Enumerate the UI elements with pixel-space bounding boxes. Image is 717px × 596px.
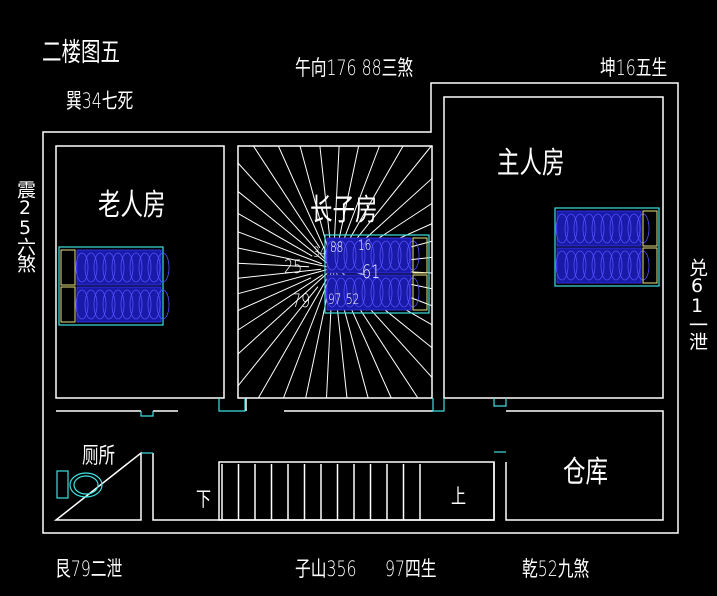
ray-line bbox=[252, 145, 321, 249]
ray-line bbox=[237, 286, 319, 387]
label-kun: 坤16五生 bbox=[600, 56, 668, 80]
outer-wall bbox=[42, 82, 679, 534]
ray-line bbox=[237, 231, 322, 265]
label-qian: 乾52九煞 bbox=[522, 557, 590, 581]
room-label-master: 主人房 bbox=[497, 146, 565, 181]
drawing-title: 二楼图五 bbox=[42, 38, 121, 68]
stairs bbox=[218, 461, 495, 521]
label-xun: 巽34七死 bbox=[66, 89, 134, 113]
bed-icon bbox=[554, 207, 660, 287]
stairs-up-label: 上 bbox=[451, 484, 466, 508]
ray-line bbox=[237, 268, 322, 279]
elder-room-wall bbox=[55, 145, 225, 399]
ray-line bbox=[305, 291, 329, 399]
label-back-mountain: 子山356 bbox=[295, 557, 357, 581]
center-number-top: 88 bbox=[330, 240, 344, 256]
label-zhen: 震25六煞 bbox=[14, 180, 36, 271]
stair-steps bbox=[221, 464, 421, 520]
center-number-bottom: 97 bbox=[328, 292, 342, 308]
ray-line bbox=[237, 277, 312, 312]
bed-icon bbox=[58, 246, 170, 326]
center-number-downright: 52 bbox=[346, 292, 360, 308]
center-number-upleft: 34 bbox=[313, 245, 327, 261]
ray-line bbox=[237, 267, 334, 295]
room-label-elder: 老人房 bbox=[98, 188, 166, 223]
ray-line bbox=[319, 145, 331, 245]
center-number-right: 61 bbox=[362, 261, 381, 283]
ray-line bbox=[237, 191, 334, 269]
ray-line bbox=[237, 162, 326, 260]
bed-icon bbox=[324, 234, 430, 314]
ray-line bbox=[237, 262, 310, 268]
toilet-icon bbox=[56, 470, 103, 499]
ray-line bbox=[237, 213, 313, 257]
label-dui: 兑61一泄 bbox=[686, 258, 708, 349]
stairs-down-label: 下 bbox=[196, 487, 211, 511]
master-room-wall bbox=[443, 96, 664, 399]
ray-line bbox=[237, 274, 324, 331]
ray-line bbox=[237, 247, 334, 269]
center-number-left: 25 bbox=[284, 256, 303, 278]
center-number-upright: 16 bbox=[358, 238, 372, 254]
label-front: 午向176 88三煞 bbox=[295, 56, 414, 80]
son-room-wall bbox=[237, 145, 433, 399]
door-jambs bbox=[140, 398, 507, 454]
ray-line bbox=[237, 267, 334, 355]
room-label-toilet: 厕所 bbox=[82, 444, 116, 469]
beds bbox=[58, 207, 660, 326]
ray-line bbox=[341, 145, 380, 246]
label-back-star: 97四生 bbox=[385, 557, 437, 581]
ray-line bbox=[277, 145, 334, 269]
label-gen: 艮79二泄 bbox=[55, 557, 123, 581]
room-label-storage: 仓库 bbox=[563, 455, 608, 490]
room-label-eldest-son: 长子房 bbox=[310, 193, 378, 228]
ray-line bbox=[257, 278, 328, 399]
bottom-wall bbox=[53, 398, 664, 521]
center-number-downleft: 79 bbox=[292, 290, 311, 312]
walls bbox=[42, 82, 679, 534]
